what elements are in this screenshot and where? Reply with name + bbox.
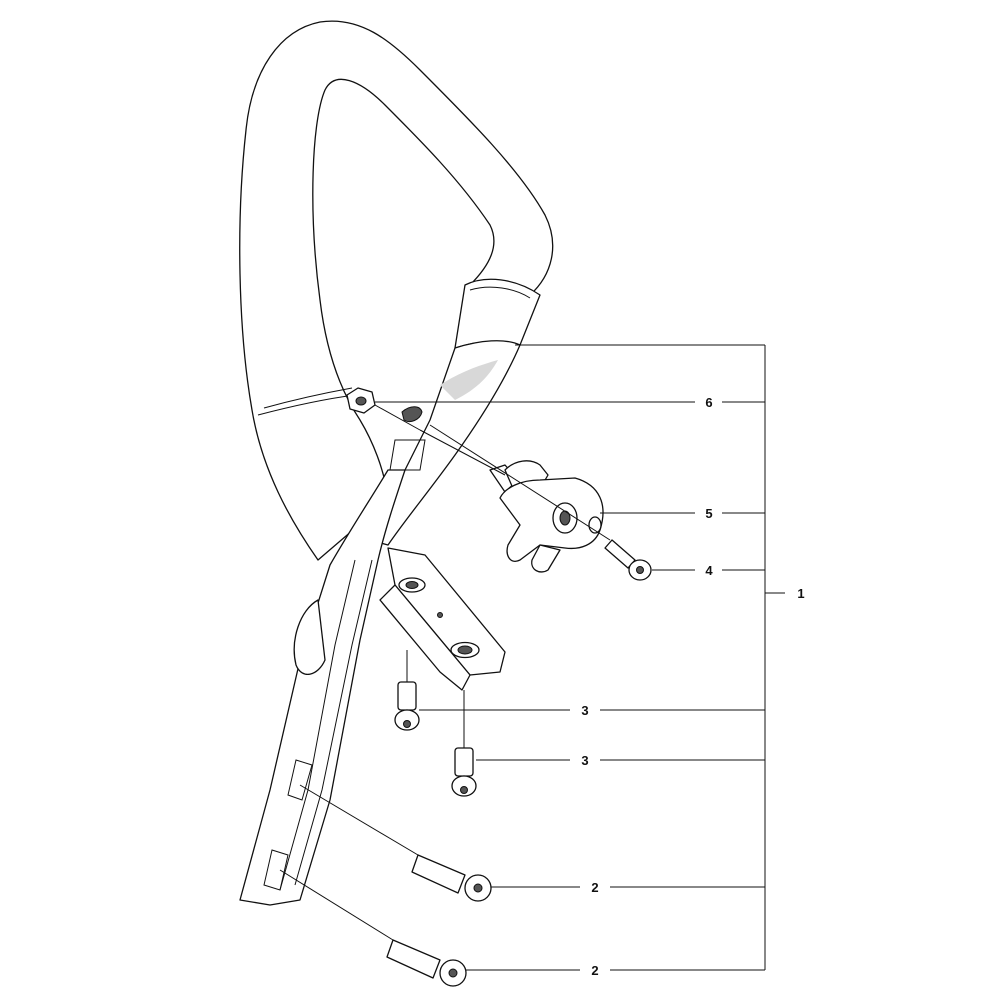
callout-6: 6: [705, 395, 712, 410]
callout-4: 4: [705, 563, 713, 578]
callout-3-b: 3: [581, 753, 588, 768]
callout-3-a: 3: [581, 703, 588, 718]
callout-2-a: 2: [591, 880, 598, 895]
callout-2-b: 2: [591, 963, 598, 978]
screw-mid-b: [451, 747, 477, 797]
screw-mid-a: [394, 681, 420, 731]
handle-bracket: [239, 340, 521, 906]
bolt-lower-a: [411, 854, 492, 902]
nut: [346, 387, 376, 414]
callout-5: 5: [705, 506, 712, 521]
callout-1: 1: [797, 586, 804, 601]
leader-lines: [375, 344, 785, 971]
assembly-lines: [279, 404, 611, 941]
screw-knob: [604, 539, 652, 581]
bolt-lower-b: [386, 939, 467, 987]
knob: [489, 460, 604, 573]
handle-bar: [239, 20, 554, 561]
mounting-plate: [379, 547, 506, 691]
